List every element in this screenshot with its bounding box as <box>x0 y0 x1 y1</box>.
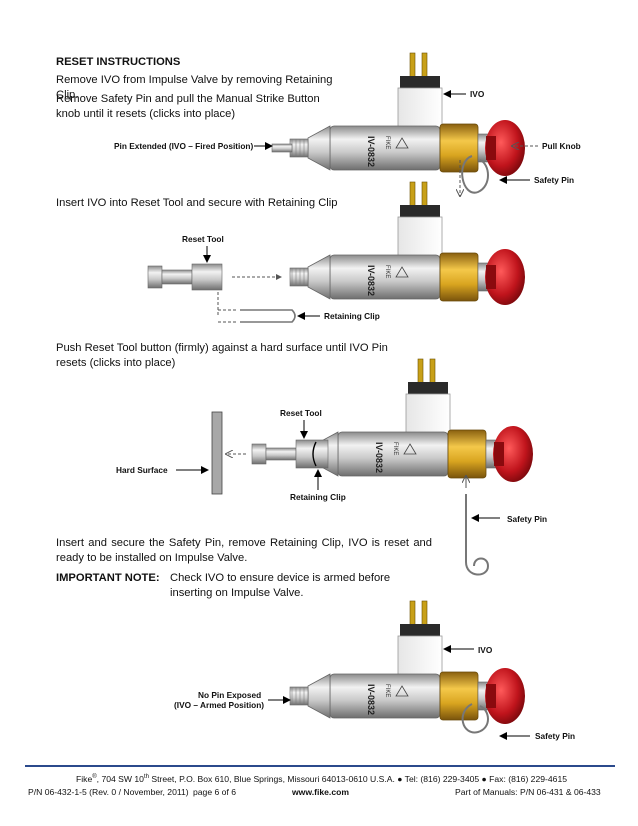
label-pull-knob: Pull Knob <box>542 141 581 151</box>
label-retaining-clip-1: Retaining Clip <box>324 311 380 321</box>
footer-address-part-a: , 704 SW 10 <box>96 774 144 784</box>
footer-page-number: page 6 of 6 <box>193 787 237 797</box>
footer-part-number: P/N 06-432-1-5 (Rev. 0 / November, 2011) <box>28 787 189 797</box>
footer-registered-mark: ® <box>92 774 97 781</box>
footer-company: Fike <box>76 774 93 784</box>
label-safety-pin-2: Safety Pin <box>507 514 548 524</box>
label-pin-extended: Pin Extended (IVO – Fired Position) <box>114 141 254 151</box>
step-insert-reset-tool: Insert IVO into Reset Tool and secure wi… <box>56 197 338 209</box>
footer-address-part-b: Street, P.O. Box 610, Blue Springs, Miss… <box>148 774 568 784</box>
footer-address-sup: th <box>143 774 149 781</box>
step-remove-safety-pin: Remove Safety Pin and pull the Manual St… <box>56 93 320 120</box>
footer-address: Fike®, 704 SW 10th Street, P.O. Box 610,… <box>76 774 567 784</box>
footer-manuals: Part of Manuals: P/N 06-431 & 06-433 <box>455 787 601 797</box>
step-insert-safety-pin: Insert and secure the Safety Pin, remove… <box>56 537 432 564</box>
label-reset-tool-2: Reset Tool <box>280 408 322 418</box>
footer-divider <box>25 765 615 767</box>
label-ivo-top: IVO <box>470 89 485 99</box>
label-safety-pin-1: Safety Pin <box>534 175 575 185</box>
step-remove-ivo: Remove IVO from Impulse Valve by removin… <box>56 74 333 101</box>
label-no-pin-exposed: No Pin Exposed <box>198 690 262 700</box>
label-armed-position: (IVO – Armed Position) <box>174 700 265 710</box>
label-reset-tool-1: Reset Tool <box>182 234 224 244</box>
instructions-heading: RESET INSTRUCTIONS <box>56 56 181 68</box>
step-push-reset-tool: Push Reset Tool button (firmly) against … <box>56 342 388 369</box>
footer-website-link[interactable]: www.fike.com <box>292 787 349 797</box>
important-note-label: IMPORTANT NOTE: <box>56 572 160 584</box>
label-hard-surface: Hard Surface <box>116 465 168 475</box>
label-retaining-clip-2: Retaining Clip <box>290 492 346 502</box>
label-ivo-bottom: IVO <box>478 645 493 655</box>
important-note-text: Check IVO to ensure device is armed befo… <box>170 572 391 599</box>
label-safety-pin-3: Safety Pin <box>535 731 576 741</box>
